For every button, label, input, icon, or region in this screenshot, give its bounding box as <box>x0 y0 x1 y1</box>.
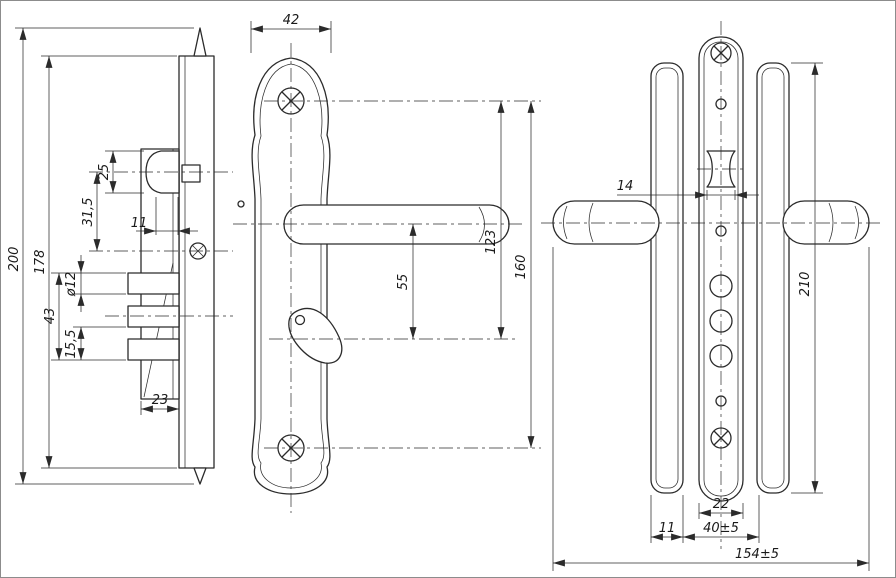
escutcheon-inner <box>257 63 325 489</box>
thumb-turn-pivot <box>294 314 306 326</box>
dim-210-label: 210 <box>798 272 813 297</box>
deadbolt-pin-1 <box>127 272 180 295</box>
lever-handle-end-cap <box>478 206 485 243</box>
dimension-11-latch: 11 <box>131 197 198 235</box>
dimension-154: 154±5 <box>552 247 870 571</box>
dimension-22: 22 <box>698 497 744 519</box>
right-view: 14 210 22 11 40±5 154±5 <box>541 21 883 571</box>
lever-handle <box>283 204 510 245</box>
mounting-spike-top <box>193 27 207 57</box>
dimension-14: 14 <box>617 179 759 200</box>
side-plate-right <box>756 62 790 494</box>
dim-178-extension-lines <box>41 55 177 469</box>
dim-154-label: 154±5 <box>735 547 779 562</box>
dim-160-label: 160 <box>514 255 529 280</box>
dim-200-label: 200 <box>7 247 22 272</box>
dim-31-5-label: 31,5 <box>81 198 96 227</box>
dimension-d12: ø12 <box>51 255 126 312</box>
dim-40-label: 40±5 <box>703 521 739 536</box>
mounting-spike-bottom <box>193 467 207 485</box>
dim-42-label: 42 <box>283 13 300 28</box>
handle-right-cap-lines <box>828 202 859 243</box>
dim-d12-label: ø12 <box>64 272 79 298</box>
dimension-123: 123 <box>484 101 505 339</box>
deadbolt-pin-2 <box>127 305 180 328</box>
dim-11-latch-label: 11 <box>131 216 148 231</box>
dim-25-label: 25 <box>97 164 112 181</box>
dimension-160: 160 <box>514 101 535 448</box>
dimension-210: 210 <box>791 62 823 494</box>
side-plate-left-inner <box>655 67 679 489</box>
dim-43-label: 43 <box>43 308 58 325</box>
dim-200-extension-lines <box>15 27 194 485</box>
deadbolt-pin-3 <box>127 338 180 361</box>
dim-11-plate-label: 11 <box>659 521 676 536</box>
handle-right <box>782 200 870 245</box>
dimension-42: 42 <box>250 13 332 53</box>
left-view: 42 200 178 25 11 <box>7 13 541 513</box>
dim-d12-extension-lines <box>51 272 126 295</box>
dimension-23: 23 <box>140 393 180 415</box>
dimension-55: 55 <box>396 224 417 339</box>
dimension-40: 40±5 <box>683 521 759 541</box>
screw-bottom-cross <box>713 430 729 446</box>
dimension-43: 43 <box>43 273 126 361</box>
side-plate-left <box>650 62 684 494</box>
pin-hole <box>237 200 245 208</box>
dim-15-5-label: 15,5 <box>64 330 79 359</box>
handle-left-cap-lines <box>563 202 594 243</box>
faceplate <box>178 55 215 469</box>
handle-left <box>552 200 660 245</box>
dim-55-label: 55 <box>396 274 411 291</box>
dim-23-label: 23 <box>152 393 169 408</box>
dimension-25: 25 <box>97 150 144 194</box>
dimension-31-5: 31,5 <box>81 172 101 251</box>
dim-178-label: 178 <box>33 250 48 275</box>
side-plate-right-inner <box>761 67 785 489</box>
latch-roller <box>706 150 736 188</box>
dim-14-label: 14 <box>617 179 634 194</box>
dimension-200: 200 <box>7 27 194 485</box>
dim-22-label: 22 <box>713 497 730 512</box>
dim-154-extension-lines <box>552 247 870 571</box>
dimension-178: 178 <box>33 55 177 469</box>
dimension-15-5: 15,5 <box>64 326 126 360</box>
latch-head <box>181 164 201 183</box>
dim-123-label: 123 <box>484 230 499 255</box>
